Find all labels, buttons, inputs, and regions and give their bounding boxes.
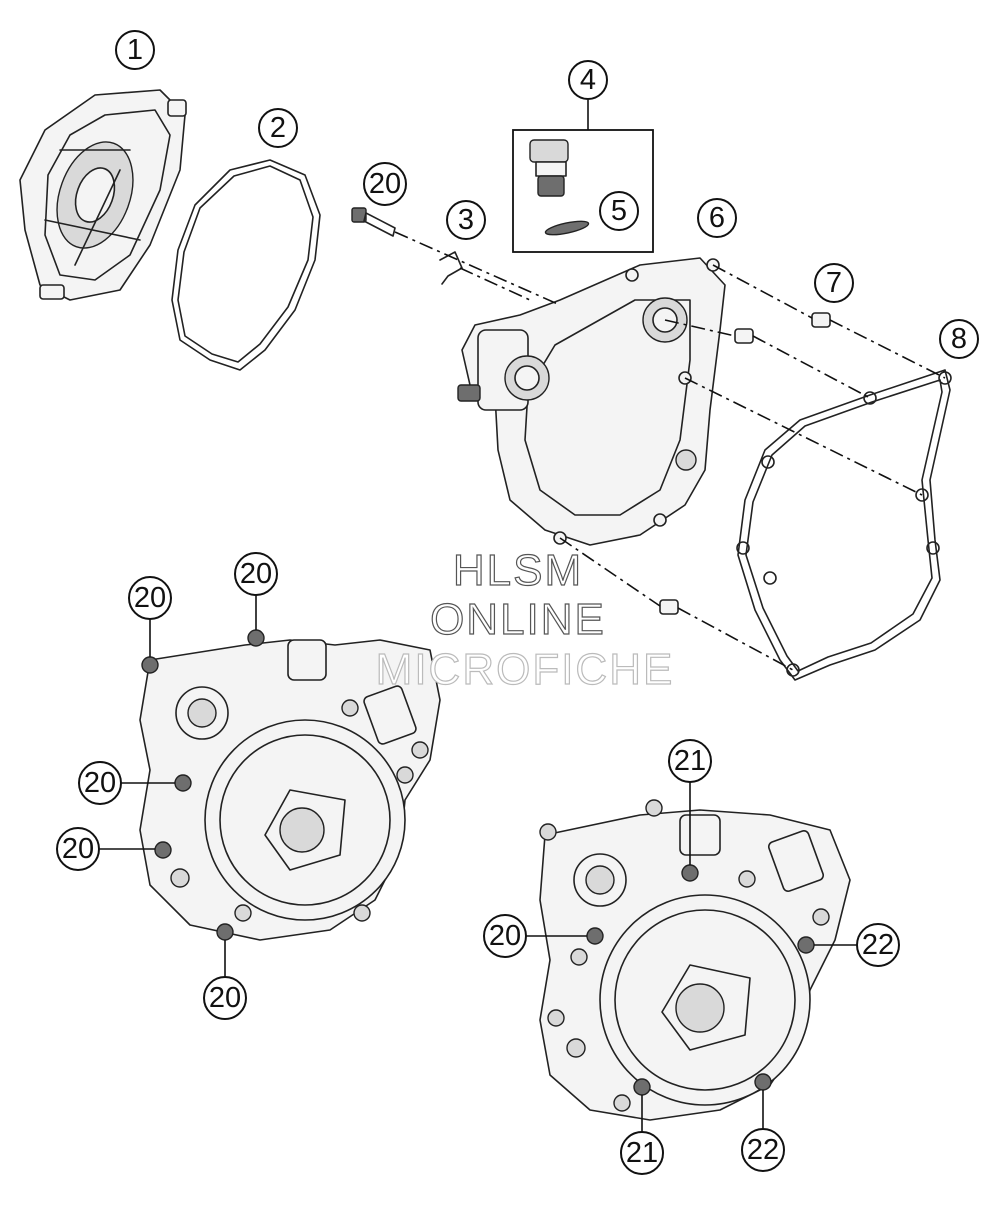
part-dowel-sleeves xyxy=(659,312,831,615)
assembly-view-right xyxy=(539,799,851,1121)
callout-21-bottom: 21 xyxy=(620,1131,664,1175)
callout-1: 1 xyxy=(115,30,155,70)
svg-text:22: 22 xyxy=(747,1134,779,1166)
callout-2: 2 xyxy=(258,108,298,148)
callout-20-left-middle: 20 xyxy=(78,761,122,805)
svg-text:20: 20 xyxy=(489,920,521,952)
svg-text:5: 5 xyxy=(611,195,627,227)
svg-text:20: 20 xyxy=(134,582,166,614)
callout-22-bottom: 22 xyxy=(741,1128,785,1172)
watermark: HLSM ONLINE MICROFICHE xyxy=(375,545,675,694)
part-plug-kit-box xyxy=(512,100,654,253)
callout-5: 5 xyxy=(599,191,639,231)
part-filler-plug xyxy=(529,139,569,197)
watermark-line-1: HLSM xyxy=(453,546,583,595)
svg-text:2: 2 xyxy=(270,112,286,144)
watermark-line-2: ONLINE xyxy=(430,595,606,644)
svg-text:22: 22 xyxy=(862,929,894,961)
svg-text:20: 20 xyxy=(209,982,241,1014)
svg-text:4: 4 xyxy=(580,64,596,96)
callout-20-left-top: 20 xyxy=(128,576,172,620)
svg-text:20: 20 xyxy=(369,168,401,200)
svg-text:7: 7 xyxy=(826,267,842,299)
part-clutch-gasket xyxy=(736,369,952,681)
assembly-view-left xyxy=(139,629,441,941)
part-clip xyxy=(439,251,463,285)
svg-text:21: 21 xyxy=(626,1137,658,1169)
callout-21-top: 21 xyxy=(668,739,712,783)
part-clutch-cover xyxy=(457,257,726,546)
svg-text:1: 1 xyxy=(127,34,143,66)
callout-20-left-bottom: 20 xyxy=(203,976,247,1020)
svg-text:21: 21 xyxy=(674,745,706,777)
part-ignition-cover xyxy=(19,89,187,301)
callout-6: 6 xyxy=(697,198,737,238)
part-bolt-top xyxy=(351,207,396,237)
part-o-ring xyxy=(544,220,590,236)
callout-20-bolt: 20 xyxy=(363,162,407,206)
watermark-line-3: MICROFICHE xyxy=(376,645,675,694)
leader-lines xyxy=(98,594,858,1132)
callout-20-left-upper: 20 xyxy=(234,552,278,596)
callout-4: 4 xyxy=(568,60,608,100)
callout-20-right: 20 xyxy=(483,914,527,958)
svg-text:6: 6 xyxy=(709,202,725,234)
part-ignition-gasket xyxy=(171,159,321,371)
callout-3: 3 xyxy=(446,200,486,240)
svg-text:8: 8 xyxy=(951,323,967,355)
callout-20-left-lower: 20 xyxy=(56,827,100,871)
callout-7: 7 xyxy=(814,263,854,303)
svg-text:3: 3 xyxy=(458,204,474,236)
assembly-lines xyxy=(394,231,946,671)
callout-22-right: 22 xyxy=(856,923,900,967)
svg-text:20: 20 xyxy=(62,833,94,865)
svg-text:20: 20 xyxy=(84,767,116,799)
callout-8: 8 xyxy=(939,319,979,359)
svg-text:20: 20 xyxy=(240,558,272,590)
